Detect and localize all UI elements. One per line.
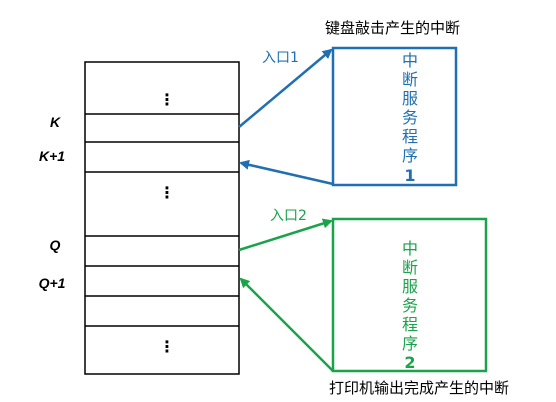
svg-text:断: 断 [402,258,418,277]
service1-entry-label: 入口1 [262,50,299,66]
row-label-q: Q [50,237,61,253]
row-label-k: K [50,114,61,130]
svg-text:程: 程 [402,315,418,334]
service2-caption: 打印机输出完成产生的中断 [329,379,509,397]
service1-entry-arrow [238,48,333,128]
memory-ellipsis-middle: ⋮ [159,183,175,202]
row-label-k-plus-1: K+1 [39,148,65,164]
svg-text:程: 程 [402,127,418,146]
svg-text:2: 2 [404,353,415,372]
service1-box [331,46,458,187]
memory-ellipsis-top: ⋮ [159,90,175,109]
service2-entry-label: 入口2 [270,208,307,224]
svg-text:务: 务 [402,296,418,315]
svg-text:序: 序 [402,146,418,165]
svg-text:服: 服 [402,89,418,108]
svg-text:断: 断 [402,70,418,89]
service1-label: 中 断 服 务 程 序 1 [402,51,418,185]
service1-return-arrow [239,159,334,186]
service2-label: 中 断 服 务 程 序 2 [402,239,418,372]
svg-text:序: 序 [402,334,418,353]
service1-caption: 键盘敲击产生的中断 [325,19,460,37]
service2-return-arrow [239,277,334,372]
svg-text:中: 中 [402,51,418,70]
memory-table [84,61,240,375]
svg-text:中: 中 [402,239,418,258]
svg-text:1: 1 [404,166,415,185]
service2-box [331,217,488,373]
memory-ellipsis-bottom: ⋮ [159,337,175,356]
svg-text:服: 服 [402,277,418,296]
svg-text:务: 务 [402,108,418,127]
service2-entry-arrow [238,218,333,252]
row-label-q-plus-1: Q+1 [39,275,66,291]
